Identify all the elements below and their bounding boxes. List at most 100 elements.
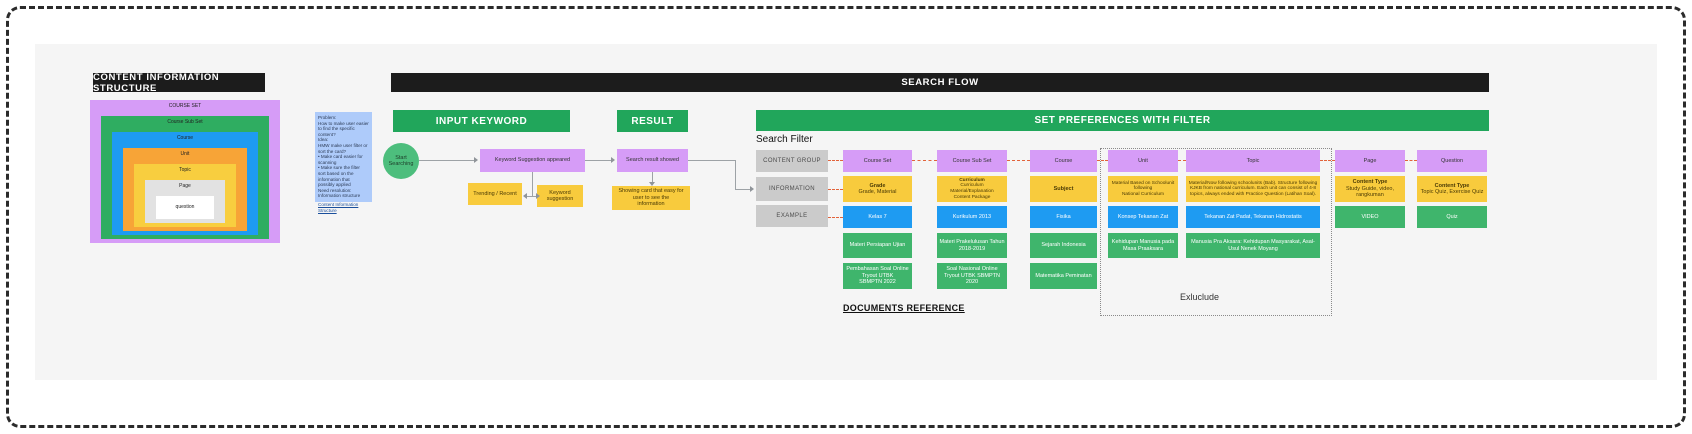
example-box-course-set[interactable]: Kelas 7 [843,206,912,228]
level-page-label: Page [179,183,191,189]
row-label-example[interactable]: EXAMPLE [756,205,828,227]
group-box-unit-label: Unit [1138,157,1148,164]
info-text: Curriculum Material/Explanation Content … [950,183,994,200]
info-title: Content Type [1352,179,1388,186]
connector-result-to-filter-h2 [735,189,750,190]
info-text: Topic Quiz, Exercise Quiz [1420,189,1484,195]
example-box-topic[interactable]: Tekanan Zat Padat, Tekanan Hidrostatis [1186,206,1320,228]
level-unit-label: Unit [180,151,190,157]
arrowhead-icon [611,157,615,163]
group-box-course-set[interactable]: Course Set [843,150,912,172]
dashed-connector [1097,160,1108,161]
exclude-label: Exluclude [1180,292,1219,302]
arrowhead-icon [649,182,655,186]
info-box-unit-label: Material Based on Schoolunit following N… [1111,180,1175,197]
ref-box[interactable]: Materi Prakelulusan Tahun 2018-2019 [937,233,1007,258]
example-box-unit-label: Konsep Tekanan Zat [1117,213,1169,220]
documents-reference-link[interactable]: DOCUMENTS REFERENCE [843,303,965,313]
search-filter-label-text: Search Filter [756,134,813,145]
dashed-connector [1178,160,1186,161]
example-box-question-label: Quiz [1446,213,1458,220]
start-searching-label: Start Searching [388,154,414,168]
input-keyword-header-label: INPUT KEYWORD [435,115,528,127]
group-box-page[interactable]: Page [1335,150,1405,172]
group-box-course[interactable]: Course [1030,150,1097,172]
search-flow-header[interactable]: SEARCH FLOW [391,73,1489,92]
arrowhead-icon [536,193,540,199]
group-box-course-label: Course [1054,157,1073,164]
documents-reference-text: DOCUMENTS REFERENCE [843,303,965,313]
level-question[interactable]: question [156,196,214,219]
ref-box[interactable]: Kehidupan Manusia pada Masa Praaksara [1108,233,1178,258]
result-header-label: RESULT [631,115,674,127]
info-text: Grade, Material [858,189,897,195]
set-preferences-header[interactable]: SET PREFERENCES WITH FILTER [756,110,1489,131]
input-keyword-header[interactable]: INPUT KEYWORD [393,110,570,132]
trending-recent-label: Trending / Recent [473,190,517,197]
group-box-question[interactable]: Question [1417,150,1487,172]
keyword-suggestion-box[interactable]: Keyword suggestion [537,185,583,207]
dashed-connector [828,189,843,190]
trending-recent-box[interactable]: Trending / Recent [468,183,522,205]
info-box-course[interactable]: Subject [1030,176,1097,202]
group-box-course-sub-set-label: Course Sub Set [952,157,992,164]
result-note-label: Showing card that easy for user to see t… [618,188,684,208]
ref-box-label: Materi Persiapan Ujian [849,242,906,249]
example-box-topic-label: Tekanan Zat Padat, Tekanan Hidrostatis [1204,213,1302,220]
nested-structure-diagram[interactable]: COURSE SET Course Sub Set Course Unit To… [90,100,280,243]
result-header[interactable]: RESULT [617,110,688,132]
ref-box[interactable]: Soal Nasional Online Tryout UTBK SBMPTN … [937,263,1007,289]
group-box-topic[interactable]: Topic [1186,150,1320,172]
row-label-information-text: INFORMATION [769,186,815,192]
example-box-question[interactable]: Quiz [1417,206,1487,228]
search-result-showed-box[interactable]: Search result showed [617,149,688,172]
example-box-course-set-label: Kelas 7 [868,213,887,220]
search-flow-header-label: SEARCH FLOW [901,77,979,88]
level-course-sub-set-label: Course Sub Set [167,119,203,125]
search-result-showed-label: Search result showed [626,157,679,164]
example-box-page-label: VIDEO [1361,213,1379,220]
info-box-unit[interactable]: Material Based on Schoolunit following N… [1108,176,1178,202]
connector-branch-horizontal [527,196,537,197]
sticky-note[interactable]: Problem: How to make user easier to find… [315,112,372,213]
info-box-topic-label: Material/Now following schoolunits (Bab)… [1188,180,1318,197]
set-preferences-header-label: SET PREFERENCES WITH FILTER [1034,115,1211,126]
ref-box-label: Soal Nasional Online Tryout UTBK SBMPTN … [943,266,1001,286]
ref-box[interactable]: Matematika Peminatan [1030,263,1097,289]
ref-box-label: Matematika Peminatan [1035,272,1092,279]
level-question-label: question [175,204,195,210]
group-box-unit[interactable]: Unit [1108,150,1178,172]
group-box-question-label: Question [1440,157,1463,164]
sticky-note-link[interactable]: Content Information Structure [318,201,359,213]
group-box-course-sub-set[interactable]: Course Sub Set [937,150,1007,172]
ref-box[interactable]: Sejarah Indonesia [1030,233,1097,258]
row-label-example-text: EXAMPLE [776,213,808,219]
sticky-note-text: Problem: How to make user easier to find… [318,115,369,199]
content-info-structure-header[interactable]: CONTENT INFORMATION STRUCTURE [93,72,265,94]
keyword-suggestion-appeared-box[interactable]: Keyword Suggestion appeared [480,149,585,172]
ref-box[interactable]: Manusia Pra Aksara: Kehidupan Masyarakat… [1186,233,1320,258]
example-box-page[interactable]: VIDEO [1335,206,1405,228]
row-label-information[interactable]: INFORMATION [756,177,828,201]
level-course-label: Course [176,135,194,141]
ref-box[interactable]: Pembahasan Soal Online Tryout UTBK SBMPT… [843,263,912,289]
row-label-content-group[interactable]: CONTENT GROUP [756,150,828,172]
ref-box[interactable]: Materi Persiapan Ujian [843,233,912,258]
level-course-set-label: COURSE SET [168,103,202,109]
info-title: Subject [1053,185,1074,192]
example-box-unit[interactable]: Konsep Tekanan Zat [1108,206,1178,228]
info-box-topic[interactable]: Material/Now following schoolunits (Bab)… [1186,176,1320,202]
example-box-course-label: Fisika [1056,213,1071,220]
example-box-course[interactable]: Fisika [1030,206,1097,228]
dashed-connector [1320,160,1335,161]
start-searching-node[interactable]: Start Searching [383,143,419,179]
example-box-course-sub-set[interactable]: Kurikulum 2013 [937,206,1007,228]
keyword-suggestion-appeared-label: Keyword Suggestion appeared [494,157,571,164]
ref-box-label: Sejarah Indonesia [1041,242,1086,249]
result-note-box[interactable]: Showing card that easy for user to see t… [612,186,690,210]
